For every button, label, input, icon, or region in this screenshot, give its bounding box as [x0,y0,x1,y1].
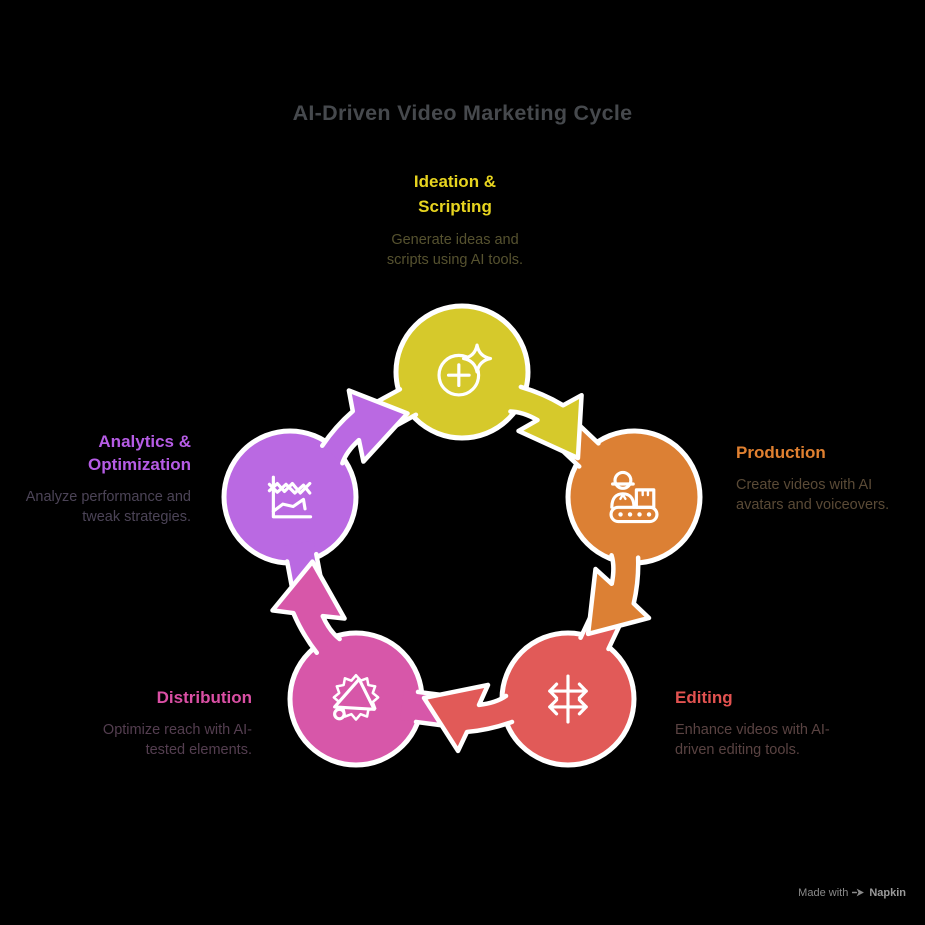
watermark: Made with Napkin [798,886,906,899]
arrow-ideation-to-production [508,384,611,477]
node-label: Editing [675,688,733,707]
node-label: Analytics & Optimization [88,432,191,474]
arrow-analytics-to-ideation [319,381,429,466]
node-circle-ideation [393,303,531,441]
watermark-brand: Napkin [869,886,906,899]
node-description: Create videos with AI avatars and voiceo… [736,477,890,513]
node-label: Ideation & Scripting [413,172,497,216]
node-text-ideation-scripting: Ideation & Scripting Generate ideas and … [345,169,565,270]
node-description: Enhance videos with AI- driven editing t… [675,722,830,758]
node-text-distribution: Distribution Optimize reach with AI- tes… [60,686,252,760]
node-label: Distribution [156,688,252,707]
arrow-production-to-editing [574,553,652,664]
node-description: Analyze performance and tweak strategies… [25,489,191,525]
node-text-production: Production Create videos with AI avatars… [736,441,911,515]
megaphone-burst-icon [332,673,380,721]
node-label: Production [736,443,826,462]
watermark-text: Made with [798,886,849,899]
sparkle-circle-icon [437,343,493,397]
napkin-pen-icon [852,888,865,897]
node-text-editing: Editing Enhance videos with AI- driven e… [675,686,855,760]
node-text-analytics-optimization: Analytics & Optimization Analyze perform… [0,430,191,527]
arrow-distribution-to-analytics [270,540,347,656]
node-description: Generate ideas and scripts using AI tool… [386,232,524,268]
factory-worker-icon [609,470,659,524]
node-description: Optimize reach with AI- tested elements. [102,722,252,758]
crossed-arrows-icon [548,674,588,724]
diagram-title: AI-Driven Video Marketing Cycle [292,101,633,125]
arrow-editing-to-distribution [400,682,515,754]
line-chart-icon [267,475,313,519]
